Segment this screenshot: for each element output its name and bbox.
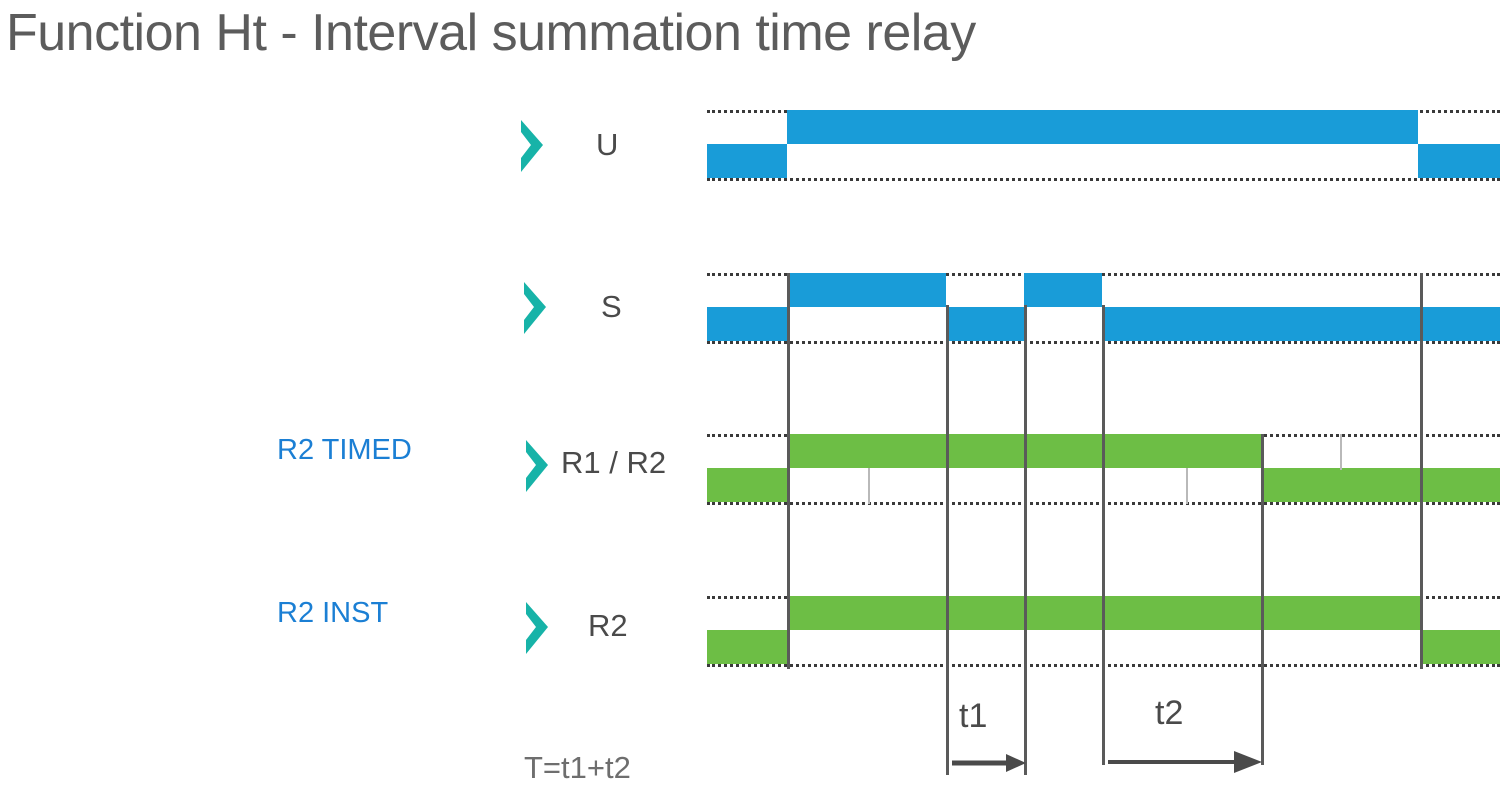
page-title: Function Ht - Interval summation time re… — [6, 4, 976, 62]
side-label-r2-inst: R2 INST — [277, 597, 389, 629]
chevron-right-icon — [522, 280, 548, 336]
waveform-segment-r2-high — [787, 596, 1420, 630]
waveform-segment-u-low-2 — [1418, 144, 1500, 178]
waveform-segment-s-low-3 — [1102, 307, 1500, 341]
signal-label-r2: R2 — [588, 608, 628, 643]
chevron-right-icon — [519, 118, 545, 174]
guide-line-u-bottom — [707, 178, 1500, 181]
event-line-t0 — [787, 273, 790, 669]
waveform-segment-s-high-2 — [1024, 273, 1102, 307]
minor-tick-line — [868, 468, 870, 504]
waveform-segment-r2-low-1 — [707, 630, 787, 664]
measure-label-t2: t2 — [1155, 694, 1184, 732]
guide-line-s-top — [707, 273, 1500, 276]
waveform-segment-r1r2-high — [787, 434, 1261, 468]
guide-line-s-bottom — [707, 341, 1500, 344]
waveform-segment-r1r2-low-2 — [1261, 468, 1500, 502]
waveform-segment-u-high — [787, 110, 1418, 144]
measure-arrow-t1 — [950, 753, 1028, 773]
measure-label-t1: t1 — [959, 697, 988, 735]
event-line-t2-end — [1261, 434, 1264, 765]
waveform-segment-s-high-1 — [787, 273, 946, 307]
minor-tick-line — [1186, 468, 1188, 504]
guide-line-r2-top — [707, 596, 1500, 599]
minor-tick-line — [1340, 434, 1342, 470]
event-line-t2-start — [1102, 305, 1105, 765]
signal-label-r1-r2: R1 / R2 — [561, 445, 667, 480]
guide-line-r1r2-top — [707, 434, 1500, 437]
waveform-segment-s-low-1 — [707, 307, 787, 341]
formula-label: T=t1+t2 — [524, 750, 631, 785]
chevron-right-icon — [524, 600, 550, 656]
waveform-segment-s-low-2 — [946, 307, 1024, 341]
signal-label-u: U — [596, 127, 619, 162]
event-line-t1-start — [946, 305, 949, 775]
measure-arrow-t2 — [1106, 750, 1264, 773]
side-label-r2-timed: R2 TIMED — [277, 434, 412, 466]
waveform-segment-r1r2-low-1 — [707, 468, 787, 502]
waveform-segment-u-low — [707, 144, 787, 178]
guide-line-r1r2-bottom — [707, 502, 1500, 505]
event-line-t1-end — [1024, 305, 1027, 775]
guide-line-r2-bottom — [707, 664, 1500, 667]
chevron-right-icon — [524, 438, 550, 494]
waveform-segment-r2-low-2 — [1420, 630, 1500, 664]
guide-line-u-top — [707, 110, 1500, 113]
signal-label-s: S — [601, 289, 622, 324]
event-line-end — [1420, 273, 1423, 669]
